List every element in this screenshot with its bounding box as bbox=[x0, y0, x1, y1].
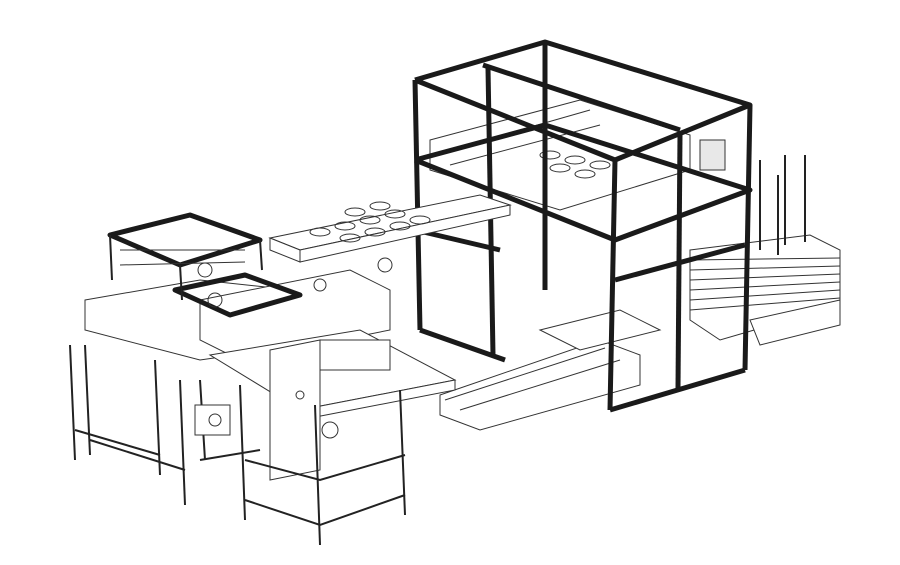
cabinet-frame bbox=[412, 39, 753, 413]
control-panel bbox=[699, 139, 726, 171]
upper-belt-conveyor bbox=[268, 194, 512, 263]
stacked-sheets bbox=[689, 234, 841, 346]
forming-machine bbox=[84, 212, 457, 481]
motor-units bbox=[194, 404, 339, 439]
side-cover bbox=[269, 339, 321, 481]
guide-rods bbox=[759, 155, 806, 255]
lower-rail-conveyor bbox=[439, 309, 662, 431]
